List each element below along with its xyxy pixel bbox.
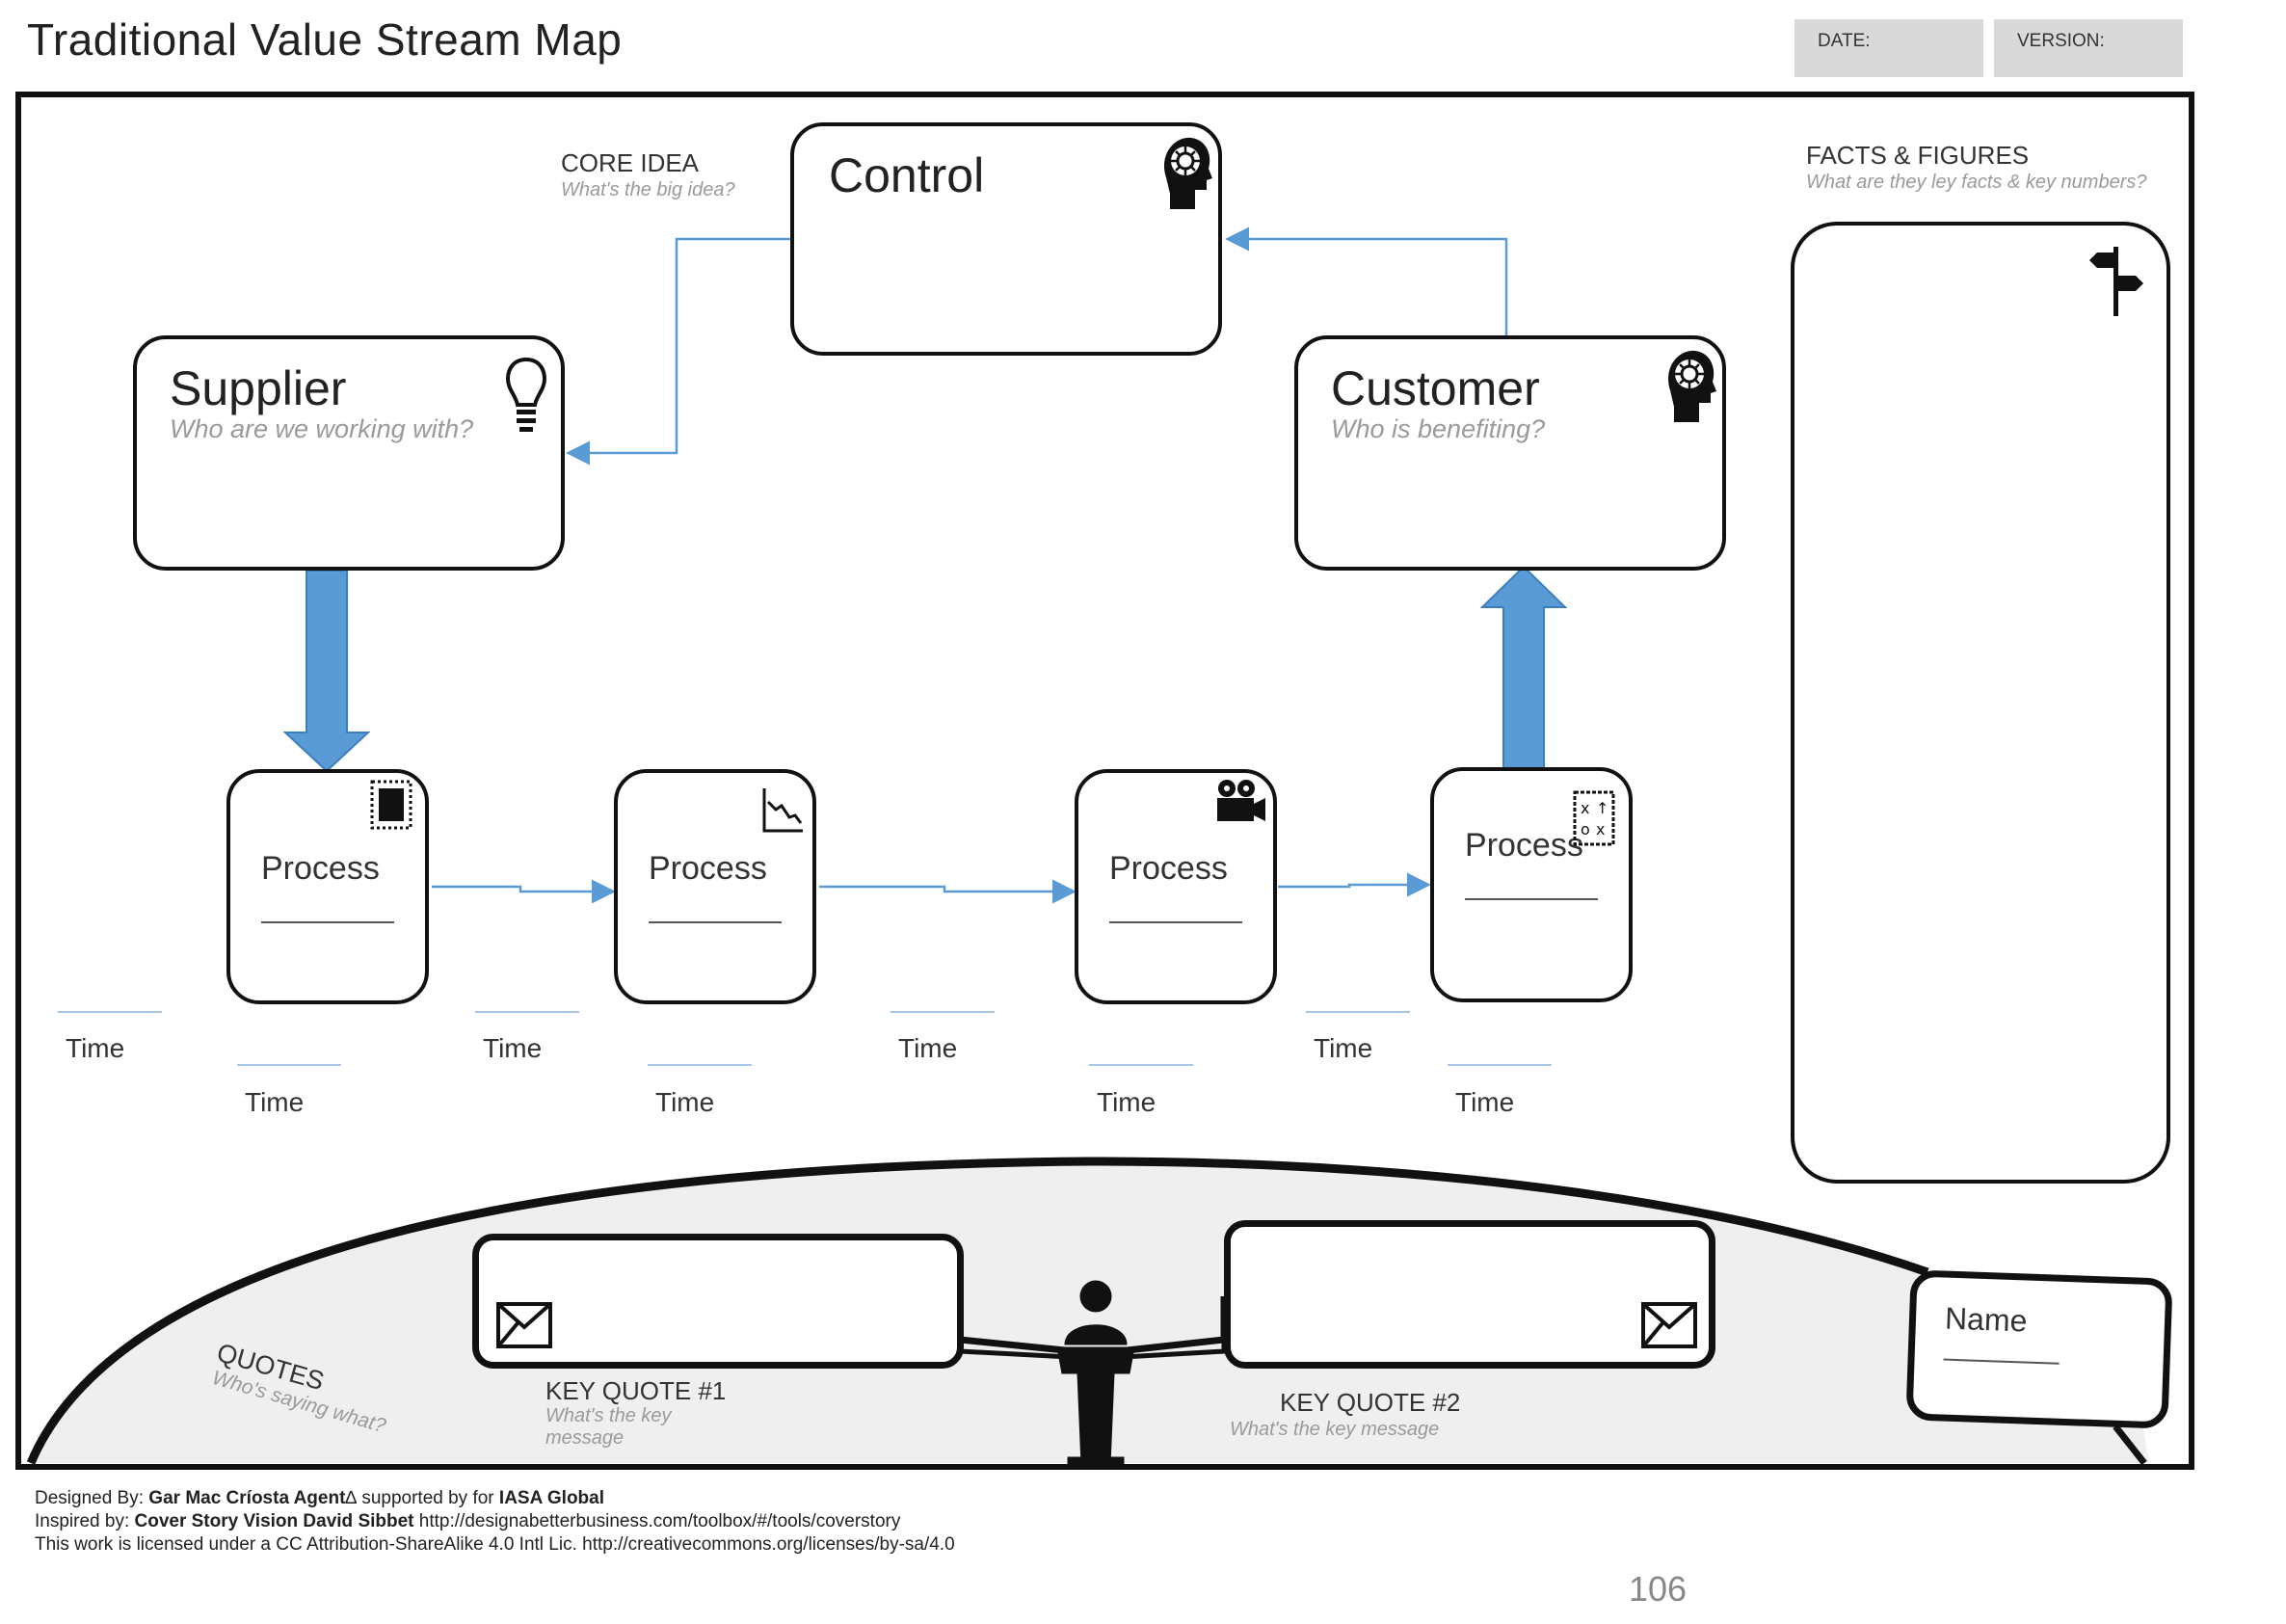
stamp-icon	[370, 780, 412, 830]
envelope-icon	[1641, 1302, 1697, 1348]
svg-text:o: o	[1581, 820, 1590, 839]
movie-camera-icon	[1217, 780, 1265, 821]
footer-license: This work is licensed under a CC Attribu…	[35, 1534, 955, 1555]
time-line	[475, 1011, 579, 1013]
footer-text: Designed By:	[35, 1488, 149, 1508]
supplier-title: Supplier	[170, 361, 347, 415]
date-field[interactable]: DATE:	[1794, 19, 1983, 77]
key-quote-1-label: KEY QUOTE #1	[545, 1376, 727, 1405]
customer-title: Customer	[1331, 361, 1540, 415]
core-idea-sub: What's the big idea?	[561, 179, 735, 200]
facts-label: FACTS & FIGURES	[1806, 141, 2030, 170]
brain-head-icon	[1164, 137, 1212, 209]
svg-text:x: x	[1581, 799, 1589, 817]
control-box[interactable]: Control	[790, 122, 1222, 356]
name-underline	[1943, 1358, 2060, 1365]
time-label: Time	[1097, 1087, 1156, 1117]
quotes-stage-outline	[26, 1157, 1929, 1465]
process-box-3[interactable]: Process	[1075, 769, 1277, 1004]
footer-link[interactable]: http://designabetterbusiness.com/toolbox…	[413, 1511, 901, 1531]
process-label: Process	[261, 850, 380, 887]
process-label: Process	[1465, 827, 1583, 864]
date-label: DATE:	[1818, 31, 1871, 51]
process-3-to-4-arrow	[1278, 872, 1431, 897]
page-title: Traditional Value Stream Map	[27, 14, 623, 65]
version-field[interactable]: VERSION:	[1994, 19, 2183, 77]
process-box-1[interactable]: Process	[226, 769, 429, 1004]
key-quote-2-sub: What's the key message	[1230, 1419, 1440, 1440]
name-label: Name	[1944, 1300, 2029, 1339]
time-label: Time	[66, 1033, 125, 1063]
facts-box[interactable]	[1791, 222, 2170, 1184]
time-label: Time	[245, 1087, 305, 1117]
time-label: Time	[655, 1087, 715, 1117]
key-quote-1-sub: What's the key message	[545, 1405, 672, 1449]
process-2-to-3-arrow	[819, 879, 1077, 904]
time-line	[1448, 1064, 1552, 1066]
envelope-icon	[496, 1302, 552, 1348]
strategy-icon: x ↑ o x	[1573, 790, 1615, 846]
time-line	[58, 1011, 162, 1013]
svg-text:x: x	[1596, 820, 1605, 839]
control-title: Control	[829, 148, 985, 202]
page-number: 106	[1629, 1569, 1688, 1609]
process-underline	[1465, 898, 1598, 900]
customer-to-control-arrow	[1225, 226, 1508, 335]
process-box-2[interactable]: Process	[614, 769, 816, 1004]
footer-text: Gar Mac Críosta Agent	[148, 1488, 346, 1508]
key-quote-2-label: KEY QUOTE #2	[1280, 1388, 1461, 1417]
supplier-to-process-arrow	[282, 570, 371, 773]
lightbulb-icon	[505, 357, 547, 432]
footer-designed-by: Designed By: Gar Mac Críosta Agent∆ supp…	[35, 1488, 604, 1509]
customer-box[interactable]: Customer Who is benefiting?	[1294, 335, 1726, 571]
process-box-4[interactable]: Process x ↑ o x	[1430, 767, 1633, 1002]
key-quote-2-box[interactable]	[1224, 1220, 1715, 1369]
customer-sub: Who is benefiting?	[1331, 414, 1546, 443]
version-label: VERSION:	[2017, 31, 2105, 51]
brain-head-icon	[1668, 350, 1716, 422]
time-line	[1089, 1064, 1193, 1066]
key-quote-1-box[interactable]	[472, 1234, 964, 1369]
footer-text: Cover Story Vision David Sibbet	[134, 1511, 414, 1531]
time-label: Time	[483, 1033, 543, 1063]
process-to-customer-arrow	[1479, 565, 1568, 770]
time-line	[890, 1011, 995, 1013]
control-to-supplier-arrow	[566, 237, 790, 466]
supplier-box[interactable]: Supplier Who are we working with?	[133, 335, 565, 571]
time-label: Time	[1455, 1087, 1515, 1117]
name-card[interactable]: Name	[1905, 1269, 2173, 1429]
time-label: Time	[898, 1033, 958, 1063]
time-line	[237, 1064, 341, 1066]
chart-down-icon	[762, 788, 803, 833]
footer-text: IASA Global	[498, 1488, 605, 1508]
process-label: Process	[1109, 850, 1228, 887]
canvas-frame	[15, 92, 2194, 1470]
process-underline	[649, 921, 782, 923]
time-line	[1306, 1011, 1410, 1013]
process-underline	[261, 921, 394, 923]
core-idea-label: CORE IDEA	[561, 148, 700, 177]
footer-text: Inspired by:	[35, 1511, 135, 1531]
speaker-icon	[1056, 1280, 1135, 1466]
footer-inspired-by: Inspired by: Cover Story Vision David Si…	[35, 1511, 900, 1532]
facts-sub: What are they ley facts & key numbers?	[1806, 172, 2147, 193]
svg-text:↑: ↑	[1596, 799, 1608, 817]
process-label: Process	[649, 850, 767, 887]
time-line	[648, 1064, 752, 1066]
footer-text: ∆ supported by for	[345, 1488, 499, 1508]
process-1-to-2-arrow	[432, 879, 616, 904]
time-label: Time	[1314, 1033, 1373, 1063]
signpost-icon	[2089, 247, 2143, 316]
supplier-sub: Who are we working with?	[170, 414, 474, 443]
process-underline	[1109, 921, 1242, 923]
